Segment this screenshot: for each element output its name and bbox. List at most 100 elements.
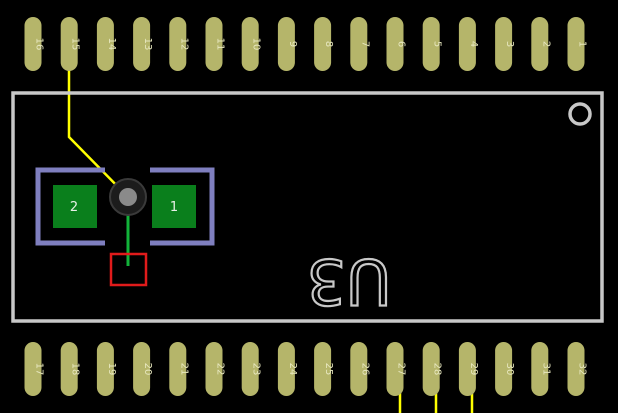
pin-pad-3[interactable]: 3 xyxy=(495,17,515,71)
pin-pad-19[interactable]: 19 xyxy=(96,342,117,396)
pin-pad-shape[interactable] xyxy=(350,342,368,396)
pin-pad-17[interactable]: 17 xyxy=(24,342,45,396)
pin-number-label: 23 xyxy=(251,363,262,376)
pin-pad-15[interactable]: 15 xyxy=(60,17,81,71)
pin-pad-10[interactable]: 10 xyxy=(241,17,262,71)
reference-designator: U3 xyxy=(307,245,392,318)
pin-pad-30[interactable]: 30 xyxy=(495,342,515,396)
pin-number-label: 26 xyxy=(359,363,370,376)
pin-number-label: 13 xyxy=(142,38,153,51)
pin-pad-21[interactable]: 21 xyxy=(169,342,189,396)
pin-pad-32[interactable]: 32 xyxy=(567,342,588,396)
pin-pad-12[interactable]: 12 xyxy=(169,17,189,71)
pin-pad-29[interactable]: 29 xyxy=(458,342,479,396)
pin-pad-shape[interactable] xyxy=(567,342,585,396)
pin-number-label: 25 xyxy=(323,363,334,376)
pin-pad-1[interactable]: 1 xyxy=(567,17,588,71)
pin-pad-shape[interactable] xyxy=(205,342,223,396)
pin-pad-shape[interactable] xyxy=(531,342,549,396)
pin-pad-shape[interactable] xyxy=(277,17,295,71)
pin-pad-13[interactable]: 13 xyxy=(133,17,153,71)
pin-pad-6[interactable]: 6 xyxy=(386,17,407,71)
pin-number-label: 12 xyxy=(178,38,189,51)
pin-pad-9[interactable]: 9 xyxy=(277,17,298,71)
smd-component[interactable]: 2 1 xyxy=(35,167,215,287)
pin-pad-23[interactable]: 23 xyxy=(241,342,262,396)
pin-pad-2[interactable]: 2 xyxy=(531,17,551,71)
pin-number-label: 1 xyxy=(577,41,588,47)
pin-number-label: 14 xyxy=(106,38,117,51)
pin-number-label: 11 xyxy=(215,38,226,51)
pin-pad-4[interactable]: 4 xyxy=(458,17,479,71)
pin-number-label: 2 xyxy=(540,41,551,47)
smd-pad-2[interactable] xyxy=(53,185,97,228)
pin-pad-shape[interactable] xyxy=(386,342,404,396)
pin-number-label: 9 xyxy=(287,41,298,47)
pin-number-label: 21 xyxy=(178,363,189,376)
pin-number-label: 29 xyxy=(468,363,479,376)
pin-number-label: 15 xyxy=(70,38,81,51)
pin-number-label: 18 xyxy=(70,363,81,376)
pin-number-label: 28 xyxy=(432,363,443,376)
chip-outline[interactable] xyxy=(11,91,604,323)
pin-pad-shape[interactable] xyxy=(386,17,404,71)
pin-number-label: 6 xyxy=(396,41,407,47)
pin-pad-shape[interactable] xyxy=(422,17,440,71)
pin-pad-shape[interactable] xyxy=(205,17,223,71)
pin-pad-shape[interactable] xyxy=(458,342,476,396)
pin-pad-22[interactable]: 22 xyxy=(205,342,226,396)
pin-number-label: 32 xyxy=(577,363,588,376)
pin-pad-shape[interactable] xyxy=(241,342,259,396)
pin-pad-shape[interactable] xyxy=(495,17,513,71)
pin-pad-27[interactable]: 27 xyxy=(386,342,407,396)
pin-pad-shape[interactable] xyxy=(350,17,368,71)
pin-pad-shape[interactable] xyxy=(169,17,187,71)
smd-pad-1-label: 1 xyxy=(170,200,178,215)
pin-pad-24[interactable]: 24 xyxy=(277,342,298,396)
pin-pad-16[interactable]: 16 xyxy=(24,17,45,71)
pin-pad-shape[interactable] xyxy=(60,17,78,71)
pin-pad-18[interactable]: 18 xyxy=(60,342,81,396)
pin-number-label: 4 xyxy=(468,41,479,47)
pin-number-label: 24 xyxy=(287,363,298,376)
pin-pad-shape[interactable] xyxy=(241,17,259,71)
bottom-pin-row: 17 18 19 20 21 22 23 24 25 26 27 28 29 30 31 32 xyxy=(24,342,588,396)
pin-pad-shape[interactable] xyxy=(133,342,151,396)
pin-pad-28[interactable]: 28 xyxy=(422,342,443,396)
pin-pad-shape[interactable] xyxy=(531,17,549,71)
smd-pad-1[interactable] xyxy=(152,185,196,228)
pin-pad-shape[interactable] xyxy=(495,342,513,396)
pin-pad-14[interactable]: 14 xyxy=(96,17,117,71)
pin-number-label: 5 xyxy=(432,41,443,47)
pin-pad-shape[interactable] xyxy=(24,342,42,396)
pin-pad-shape[interactable] xyxy=(277,342,295,396)
pin-pad-shape[interactable] xyxy=(314,17,332,71)
pin-pad-7[interactable]: 7 xyxy=(350,17,370,71)
pin-pad-shape[interactable] xyxy=(567,17,585,71)
pin-pad-8[interactable]: 8 xyxy=(314,17,334,71)
pin-pad-20[interactable]: 20 xyxy=(133,342,153,396)
pin-pad-shape[interactable] xyxy=(24,17,42,71)
via-hole-icon xyxy=(119,188,137,206)
pin-pad-shape[interactable] xyxy=(133,17,151,71)
pin-pad-25[interactable]: 25 xyxy=(314,342,334,396)
pin-pad-shape[interactable] xyxy=(458,17,476,71)
pin-number-label: 22 xyxy=(215,363,226,376)
pin-pad-shape[interactable] xyxy=(314,342,332,396)
pin-pad-31[interactable]: 31 xyxy=(531,342,551,396)
pin-pad-shape[interactable] xyxy=(169,342,187,396)
pin-pad-5[interactable]: 5 xyxy=(422,17,443,71)
pin-pad-shape[interactable] xyxy=(96,342,114,396)
pin-number-label: 3 xyxy=(504,41,515,47)
trace-pin15-to-via[interactable] xyxy=(67,68,129,198)
pin-pad-shape[interactable] xyxy=(60,342,78,396)
pin-pad-shape[interactable] xyxy=(422,342,440,396)
pin-pad-26[interactable]: 26 xyxy=(350,342,370,396)
pin-number-label: 19 xyxy=(106,363,117,376)
pin-pad-shape[interactable] xyxy=(96,17,114,71)
red-square-marker-icon[interactable] xyxy=(109,252,148,287)
pin-pad-11[interactable]: 11 xyxy=(205,17,226,71)
